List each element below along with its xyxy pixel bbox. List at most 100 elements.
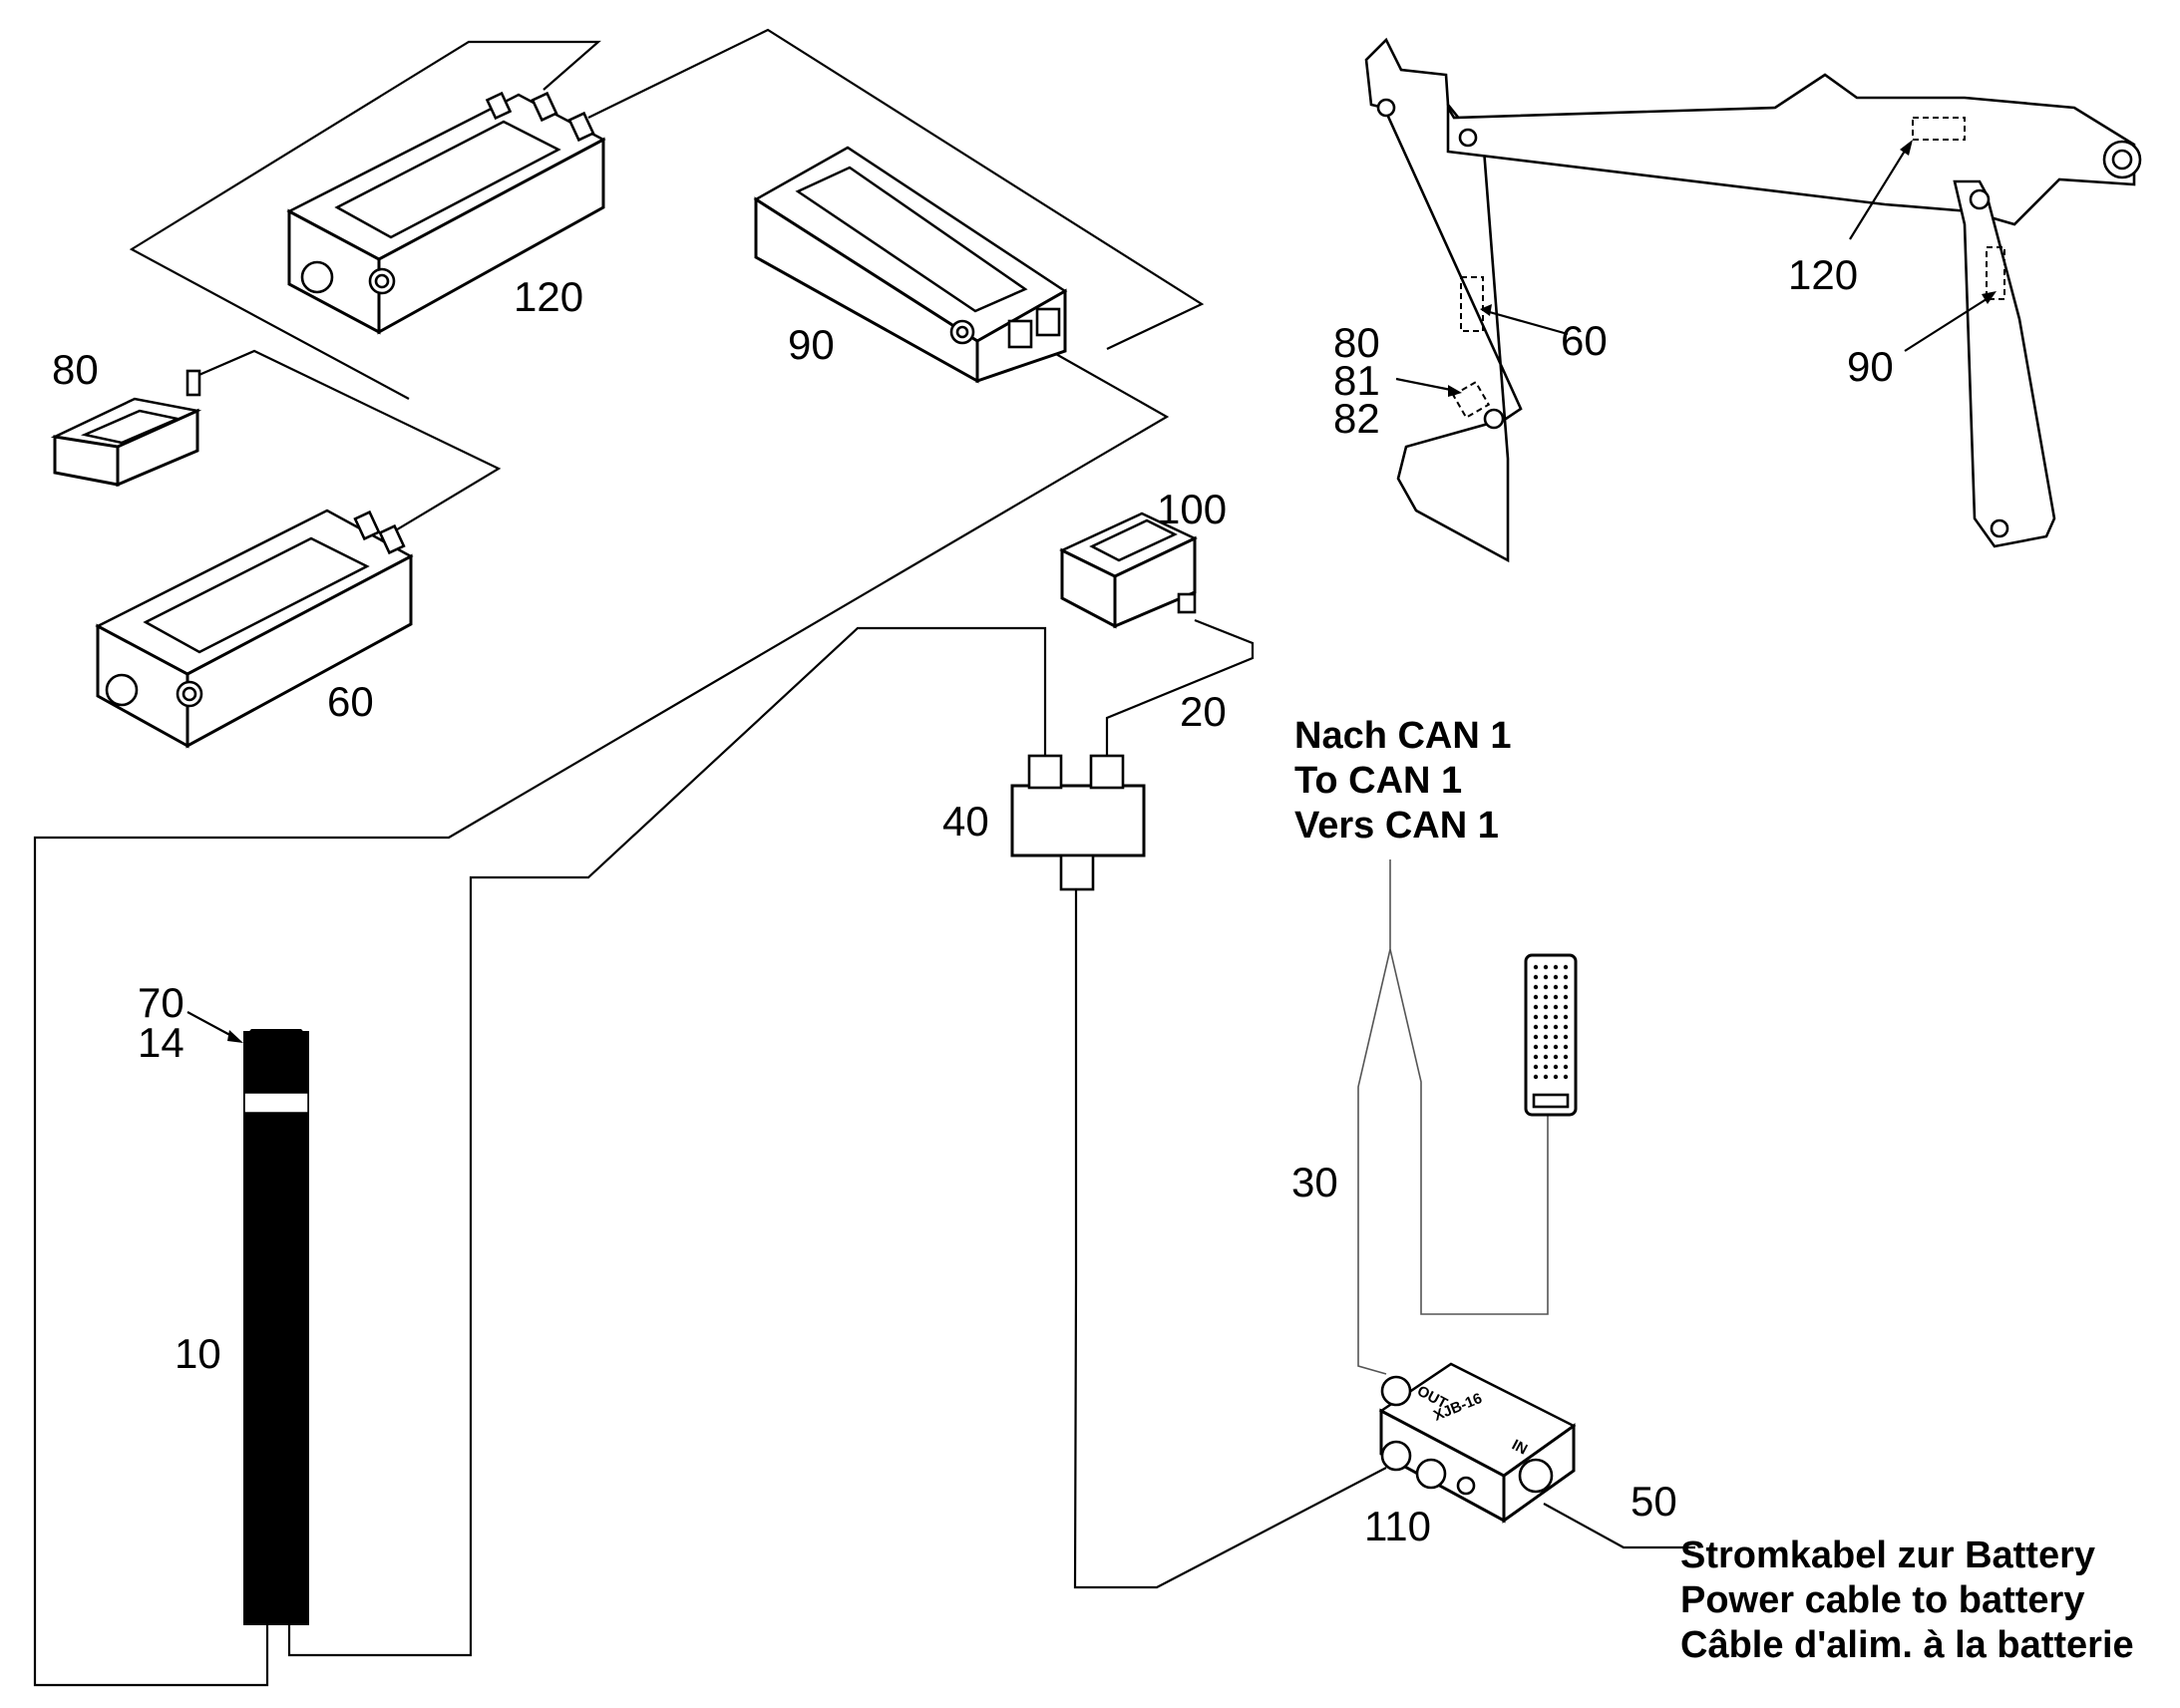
- boom-pos-80: [1451, 380, 1491, 420]
- connector-pin: [1553, 994, 1559, 1000]
- label-90-device: 90: [788, 321, 835, 368]
- power-cable-50: [1543, 1503, 1695, 1549]
- connector-pin: [1563, 1024, 1569, 1030]
- label-110: 110: [1364, 1503, 1431, 1549]
- connector-pin: [1563, 1064, 1569, 1070]
- connector-pin: [1563, 1004, 1569, 1010]
- label-10: 10: [175, 1330, 221, 1377]
- label-30: 30: [1291, 1159, 1338, 1205]
- can-cable-30-b: [1389, 948, 1549, 1315]
- label-20: 20: [1180, 688, 1227, 735]
- boom-schematic: [1364, 37, 2142, 563]
- connector-pin: [1543, 1054, 1549, 1060]
- label-60-boom: 60: [1561, 317, 1608, 364]
- label-40: 40: [942, 798, 989, 845]
- boom-main-arm: [1364, 37, 1523, 563]
- boom-pos-60: [1460, 276, 1484, 332]
- label-60-device: 60: [327, 678, 374, 725]
- label-120-boom: 120: [1788, 251, 1858, 298]
- boom-pos-90: [1986, 246, 2005, 300]
- connector-pin: [1563, 1044, 1569, 1050]
- connector-pin: [1533, 1044, 1539, 1050]
- connector-pin: [1533, 1004, 1539, 1010]
- connector-pin: [1553, 1004, 1559, 1010]
- connector-pin: [1543, 1074, 1549, 1080]
- sensor-90: [753, 146, 1068, 384]
- power-note: Stromkabel zur Battery Power cable to ba…: [1680, 1535, 2134, 1666]
- connector-pin: [1533, 974, 1539, 980]
- connector-pin: [1563, 1074, 1569, 1080]
- label-14: 14: [138, 1019, 184, 1066]
- connector-pin: [1543, 1044, 1549, 1050]
- connector-pin: [1543, 994, 1549, 1000]
- part-number-labels: 120 90 80 60 100 20 40 70 14 10 30 110 5…: [52, 251, 1894, 1549]
- cable-120-upper: [129, 40, 601, 400]
- connector-pin: [1563, 964, 1569, 970]
- cable-120-to-90: [587, 28, 1205, 350]
- connector-pin: [1553, 1044, 1559, 1050]
- connector-pin: [1553, 1064, 1559, 1070]
- power-note-line2: Power cable to battery: [1680, 1579, 2084, 1621]
- connector-pin: [1553, 964, 1559, 970]
- connector-pin: [1553, 1054, 1559, 1060]
- label-120-device: 120: [514, 273, 583, 320]
- connector-pin: [1533, 994, 1539, 1000]
- connector-pin: [1543, 974, 1549, 980]
- connector-pin: [1543, 1034, 1549, 1040]
- connector-pin: [1533, 1034, 1539, 1040]
- connector-pin: [1553, 1074, 1559, 1080]
- connector-pin: [1563, 1054, 1569, 1060]
- jb-label-in: IN: [1509, 1437, 1530, 1459]
- sensor-60: [95, 509, 414, 749]
- connector-pin: [1543, 1004, 1549, 1010]
- connector-pin: [1553, 1034, 1559, 1040]
- connector-pin: [1533, 1054, 1539, 1060]
- connector-pin: [1563, 1034, 1569, 1040]
- can-cable-30: [1357, 859, 1391, 1375]
- cable-40-to-antenna: [287, 626, 1047, 1657]
- connector-pin: [1543, 964, 1549, 970]
- can-note: Nach CAN 1 To CAN 1 Vers CAN 1: [1294, 715, 1512, 847]
- label-81-boom: 81: [1333, 357, 1380, 404]
- sensor-80: [50, 369, 202, 488]
- label-70: 70: [138, 979, 184, 1026]
- sensor-100: [1059, 512, 1198, 629]
- connector-pin: [1533, 1014, 1539, 1020]
- antenna-10: [243, 1029, 309, 1625]
- connector-pin: [1533, 1064, 1539, 1070]
- connector-pin: [1543, 984, 1549, 990]
- power-note-line1: Stromkabel zur Battery: [1680, 1535, 2095, 1576]
- connector-pin: [1533, 1024, 1539, 1030]
- can-connector: [1524, 953, 1578, 1117]
- connector-pin: [1563, 994, 1569, 1000]
- splitter-40: [1010, 754, 1146, 891]
- cable-100-to-40: [1105, 618, 1255, 756]
- boom-right-arm: [1953, 179, 2056, 548]
- label-100: 100: [1157, 486, 1227, 532]
- can-note-line1: Nach CAN 1: [1294, 715, 1512, 757]
- sensor-120: [286, 91, 606, 335]
- boom-pos-120: [1912, 117, 1966, 141]
- can-note-line2: To CAN 1: [1294, 760, 1462, 802]
- connector-pin: [1563, 974, 1569, 980]
- connector-pin: [1533, 964, 1539, 970]
- label-80-boom: 80: [1333, 319, 1380, 366]
- cable-80-to-60: [193, 349, 502, 544]
- connector-pin: [1533, 1074, 1539, 1080]
- connector-pin: [1533, 984, 1539, 990]
- connector-pin: [1553, 974, 1559, 980]
- boom-top-link: [1446, 73, 2136, 226]
- connector-pin: [1563, 1014, 1569, 1020]
- connector-pin: [1553, 1014, 1559, 1020]
- label-90-boom: 90: [1847, 343, 1894, 390]
- label-82-boom: 82: [1333, 395, 1380, 442]
- label-50: 50: [1631, 1478, 1677, 1525]
- connector-pin: [1553, 1024, 1559, 1030]
- connector-pin: [1563, 984, 1569, 990]
- connector-pin: [1543, 1024, 1549, 1030]
- power-note-line3: Câble d'alim. à la batterie: [1680, 1624, 2134, 1666]
- connector-pin: [1553, 984, 1559, 990]
- connector-pin: [1543, 1064, 1549, 1070]
- connector-pin: [1543, 1014, 1549, 1020]
